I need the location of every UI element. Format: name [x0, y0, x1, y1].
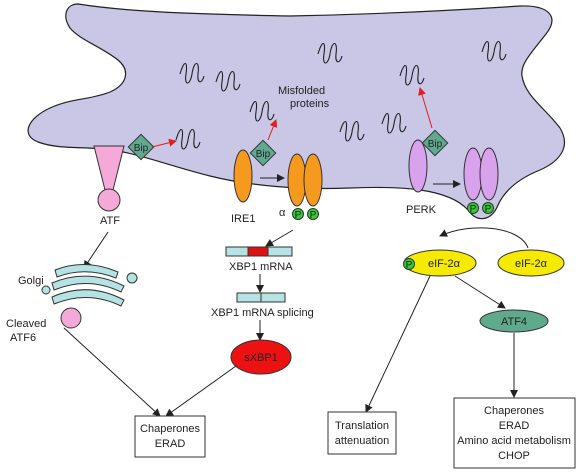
squiggle-5 — [175, 128, 201, 150]
eif2a-label-1: eIF-2α — [428, 258, 461, 270]
squiggle-6 — [339, 120, 365, 142]
alpha-label: α — [279, 207, 286, 219]
svg-text:P: P — [470, 204, 477, 215]
phospho-ire1-2 — [307, 208, 319, 220]
output-box-left — [134, 415, 206, 458]
phospho-eif2a — [403, 258, 415, 270]
phospho-perk-1 — [467, 202, 479, 214]
box-right-line-4: CHOP — [498, 450, 530, 462]
misfolded-label-2: proteins — [290, 98, 330, 110]
phospho-perk-2 — [482, 202, 494, 214]
er-membrane — [27, 3, 566, 220]
box-left-line-2: ERAD — [155, 438, 186, 450]
squiggle-9 — [481, 40, 507, 62]
ire1-dimer-right — [303, 153, 323, 207]
bip-atf6: Bip — [127, 133, 155, 161]
squiggle-2 — [215, 70, 241, 92]
misfolded-proteins — [175, 40, 507, 150]
bip-perk: Bip — [421, 129, 449, 157]
svg-text:Bip: Bip — [256, 149, 271, 160]
squiggle-7 — [381, 112, 407, 134]
box-middle-line-1: Translation — [335, 420, 389, 432]
xbp1-mrna-label: XBP1 mRNA — [229, 261, 293, 273]
box-right-line-3: Amino acid metabolism — [457, 435, 571, 447]
phospho-ire1-1 — [292, 208, 304, 220]
perk-label: PERK — [406, 204, 437, 216]
eif2a-node — [497, 249, 565, 277]
bip-ire1: Bip — [249, 139, 277, 167]
perk-dimer-right — [479, 147, 499, 201]
squiggle-1 — [179, 62, 205, 84]
xbp1-splicing-label: XBP1 mRNA splicing — [211, 307, 314, 319]
svg-text:P: P — [485, 204, 492, 215]
ire1-label: IRE1 — [231, 213, 255, 225]
atf6-receptor — [93, 145, 125, 191]
perk-monomer — [408, 139, 428, 193]
output-box-middle — [327, 411, 397, 455]
box-middle-line-2: attenuation — [335, 435, 389, 447]
atf4-label: ATF4 — [501, 316, 527, 328]
squiggle-4 — [249, 100, 275, 122]
cleaved-label-1: Cleaved — [6, 318, 46, 330]
golgi-label: Golgi — [18, 275, 44, 287]
atf4-node — [479, 309, 549, 333]
output-box-right — [453, 397, 576, 469]
squiggle-3 — [317, 42, 343, 64]
atf-label: ATF — [100, 215, 120, 227]
sxbp1-node — [230, 339, 292, 375]
atf6-bulb — [97, 188, 121, 212]
box-left-line-1: Chaperones — [140, 423, 200, 435]
ire1-dimer-left — [287, 153, 307, 207]
cleaved-label-2: ATF6 — [10, 332, 36, 344]
svg-text:Bip: Bip — [134, 143, 149, 154]
svg-text:P: P — [310, 210, 317, 221]
xbp1-intron — [247, 246, 269, 257]
squiggle-8 — [399, 64, 425, 86]
svg-text:P: P — [406, 260, 413, 271]
misfolded-label-1: Misfolded — [278, 85, 325, 97]
eif2a-label-2: eIF-2α — [515, 258, 548, 270]
box-right-line-2: ERAD — [499, 420, 530, 432]
box-right-line-1: Chaperones — [484, 405, 544, 417]
svg-text:P: P — [295, 210, 302, 221]
svg-text:Bip: Bip — [428, 139, 443, 150]
sxbp1-label: sXBP1 — [244, 352, 278, 364]
perk-dimer-left — [463, 147, 483, 201]
cleaved-atf6 — [60, 307, 82, 329]
ire1-monomer — [233, 149, 253, 203]
golgi-apparatus — [41, 263, 138, 307]
